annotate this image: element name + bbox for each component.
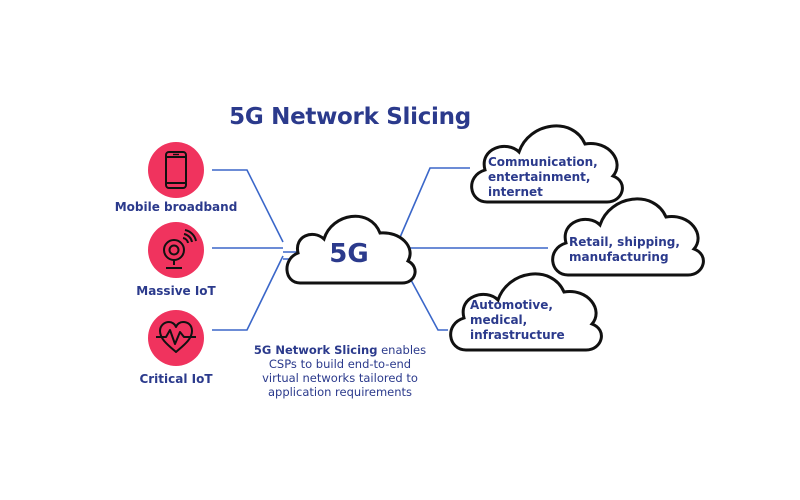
slice-label-line: infrastructure (470, 328, 565, 342)
device-label-critical-iot: Critical IoT (139, 372, 213, 386)
hub-label: 5G (329, 239, 368, 269)
heart-pulse-icon (156, 321, 196, 353)
connector-critical-iot (212, 255, 284, 331)
icon-circle (148, 142, 204, 198)
slice-label-retail: Retail, shipping, manufacturing (569, 235, 680, 265)
device-label-mobile-broadband: Mobile broadband (114, 200, 238, 214)
slice-cloud-automotive (449, 272, 603, 352)
caption-lead: 5G Network Slicing (253, 343, 378, 357)
slice-label-automotive: Automotive, medical, infrastructure (470, 298, 565, 343)
slice-cloud-retail (551, 197, 705, 277)
device-label-massive-iot: Massive IoT (136, 284, 216, 298)
slice-label-line: Automotive, (470, 298, 553, 312)
connector-mobile-broadband (212, 169, 284, 243)
device-connectors (212, 169, 284, 331)
caption: 5G Network Slicing enables CSPs to build… (252, 343, 428, 399)
slice-label-line: medical, (470, 313, 528, 327)
webcam-icon (163, 229, 197, 269)
hub-cloud: 5G (285, 214, 417, 285)
slice-label-line: entertainment, (488, 170, 591, 184)
caption-rest: enables CSPs to build end-to-end virtual… (262, 343, 427, 399)
device-massive-iot (148, 222, 204, 278)
connector-slice-communication (397, 167, 470, 243)
hub-cloud-shape (285, 214, 417, 285)
icon-circle (148, 222, 204, 278)
slice-label-line: Retail, shipping, (569, 235, 680, 249)
slice-label-line: manufacturing (569, 250, 669, 264)
slice-label-line: internet (488, 185, 543, 199)
device-critical-iot (148, 310, 204, 366)
slice-label-communication: Communication, entertainment, internet (488, 155, 598, 200)
slice-cloud-shape (449, 272, 603, 352)
smartphone-icon (165, 151, 187, 189)
device-mobile-broadband (148, 142, 204, 198)
diagram-title: 5G Network Slicing (229, 104, 471, 130)
slice-cloud-shape (470, 124, 624, 204)
slice-cloud-communication (470, 124, 624, 204)
slice-label-line: Communication, (488, 155, 598, 169)
slice-cloud-shape (551, 197, 705, 277)
